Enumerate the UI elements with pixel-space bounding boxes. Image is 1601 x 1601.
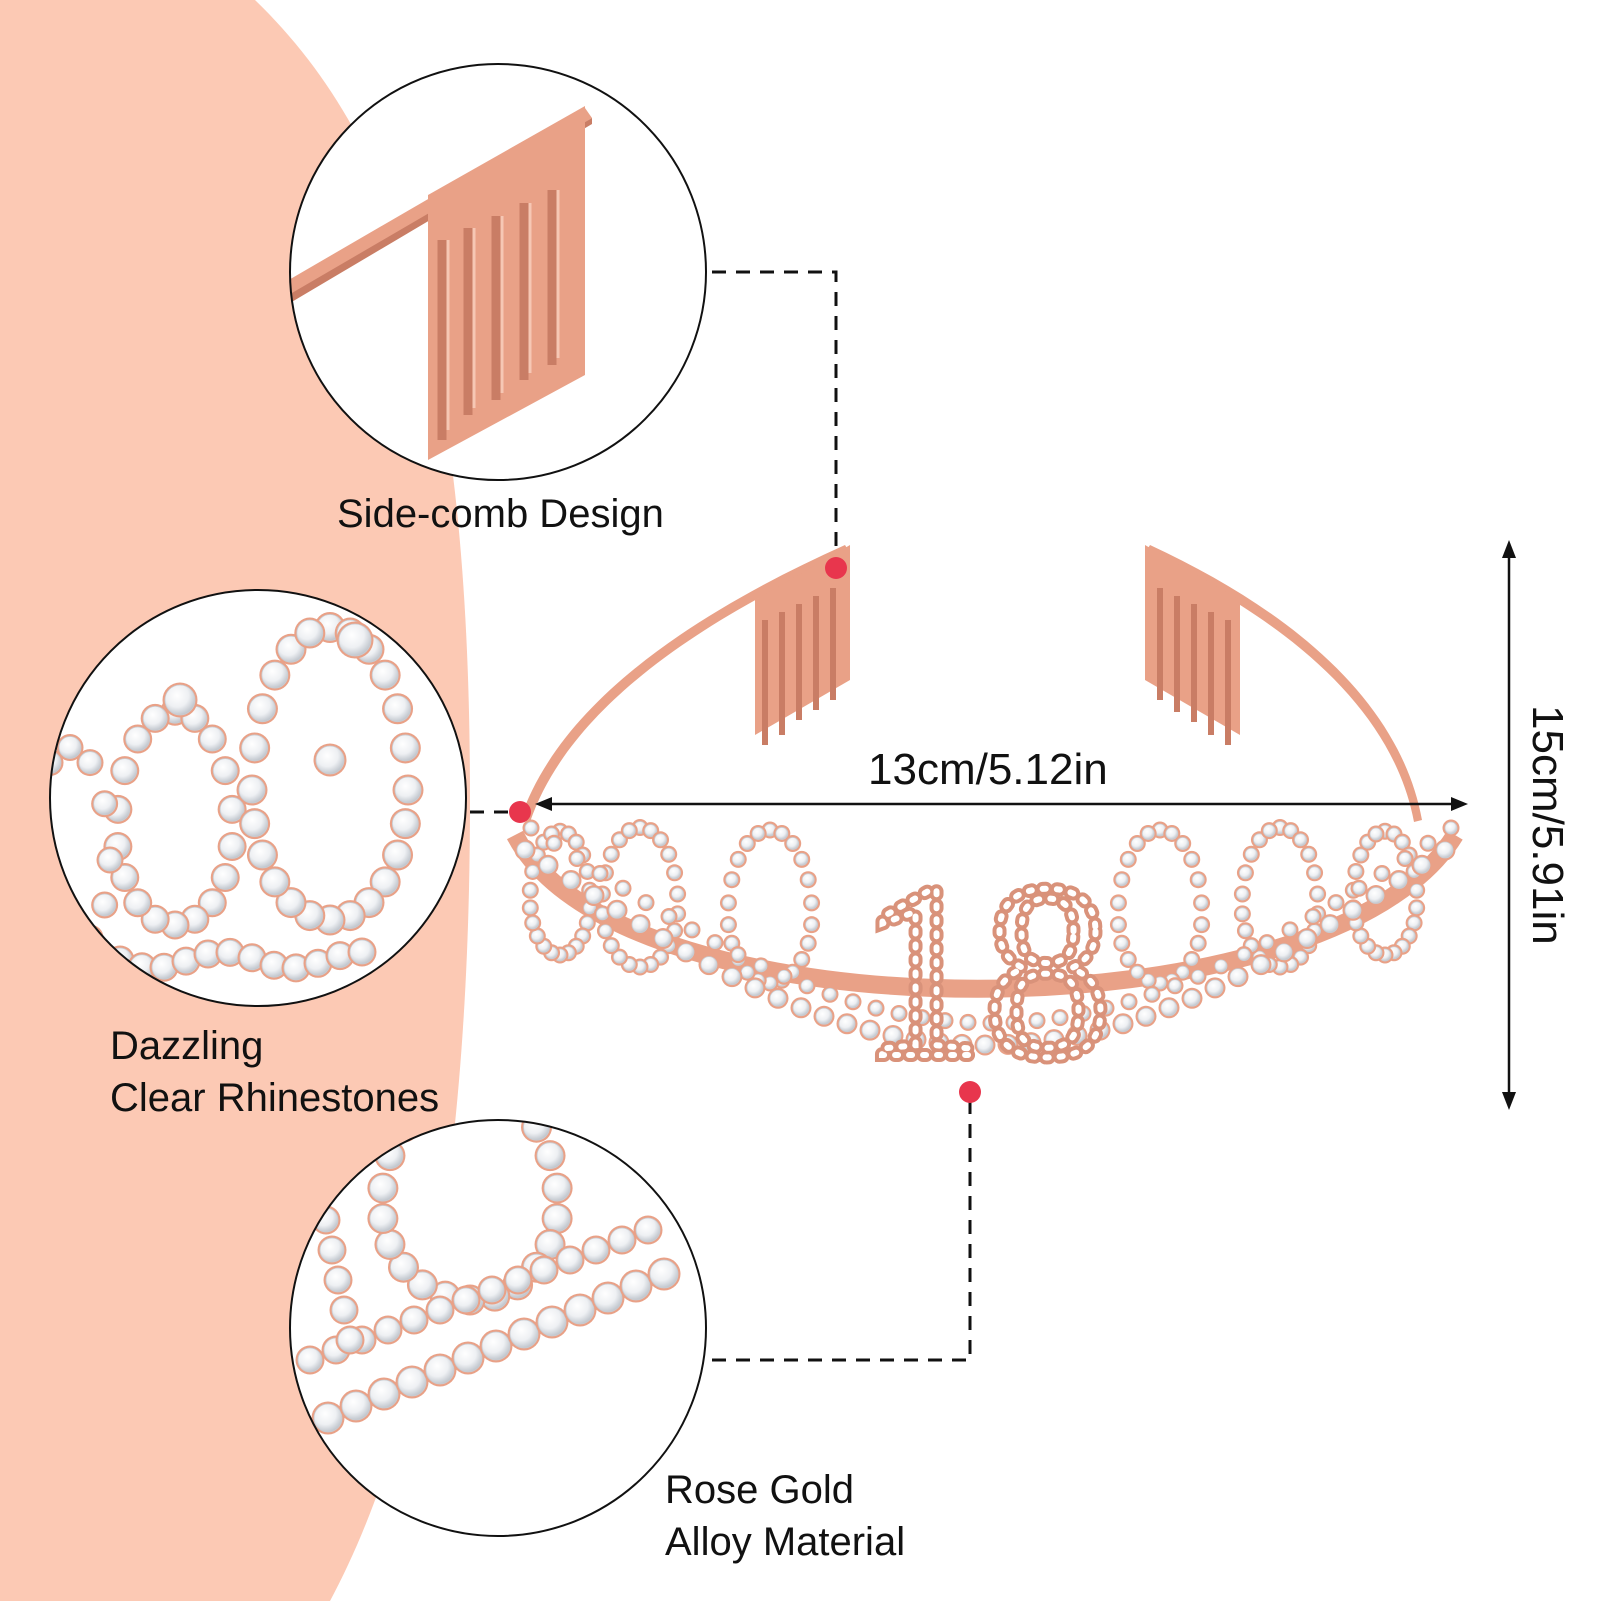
tiara-right-comb — [1145, 545, 1240, 745]
width-dimension-label: 13cm/5.12in — [868, 745, 1108, 794]
marker-material — [959, 1081, 981, 1103]
label-rhinestones-line1: Dazzling — [110, 1024, 264, 1068]
label-material: Rose Gold Alloy Material — [665, 1464, 905, 1568]
svg-text:18: 18 — [860, 833, 1110, 1110]
marker-rhinestone — [509, 801, 531, 823]
tiara-number: 18 — [860, 833, 1110, 1110]
height-dimension-arrow — [1502, 540, 1516, 1110]
side-comb-detail-circle — [289, 63, 707, 481]
label-rhinestones-line2: Clear Rhinestones — [110, 1076, 440, 1120]
height-dimension-label: 15cm/5.91in — [1523, 705, 1572, 945]
label-material-line2: Alloy Material — [665, 1520, 906, 1564]
marker-comb — [825, 557, 847, 579]
label-rhinestones: Dazzling Clear Rhinestones — [110, 1020, 439, 1124]
rhinestone-detail-circle — [49, 589, 467, 1007]
label-side-comb: Side-comb Design — [337, 488, 664, 540]
label-material-line1: Rose Gold — [665, 1468, 854, 1512]
alloy-detail-circle — [289, 1119, 707, 1537]
leader-lines — [470, 270, 972, 1362]
label-side-comb-text: Side-comb Design — [337, 492, 664, 536]
tiara-product: 18 18 — [507, 545, 1463, 1117]
tiara-left-comb — [755, 545, 850, 745]
width-dimension-arrow — [535, 797, 1468, 811]
